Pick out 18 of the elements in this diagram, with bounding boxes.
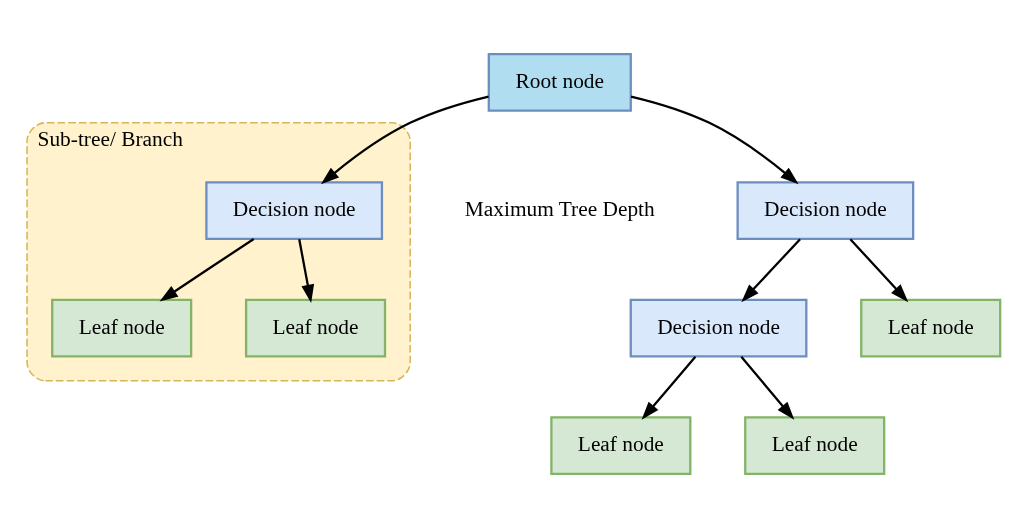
arrow xyxy=(298,239,315,304)
node-box: Leaf node xyxy=(51,298,193,358)
node-box: Leaf node xyxy=(860,298,1002,358)
arrow xyxy=(159,237,255,302)
node-box: Decision node xyxy=(205,181,384,240)
arrow xyxy=(741,238,801,303)
arrow xyxy=(849,238,909,303)
arrow xyxy=(641,356,697,420)
arrow xyxy=(740,356,795,420)
node-box: Decision node xyxy=(629,298,808,358)
arrow xyxy=(320,95,489,185)
node-box: Leaf node xyxy=(744,416,886,476)
node-box: Leaf node xyxy=(244,298,387,358)
label: Maximum Tree Depth xyxy=(464,197,655,222)
arrow xyxy=(630,95,799,185)
node-box: Decision node xyxy=(736,181,915,240)
node-box: Leaf node xyxy=(550,416,692,476)
node-box: Root node xyxy=(487,52,632,112)
